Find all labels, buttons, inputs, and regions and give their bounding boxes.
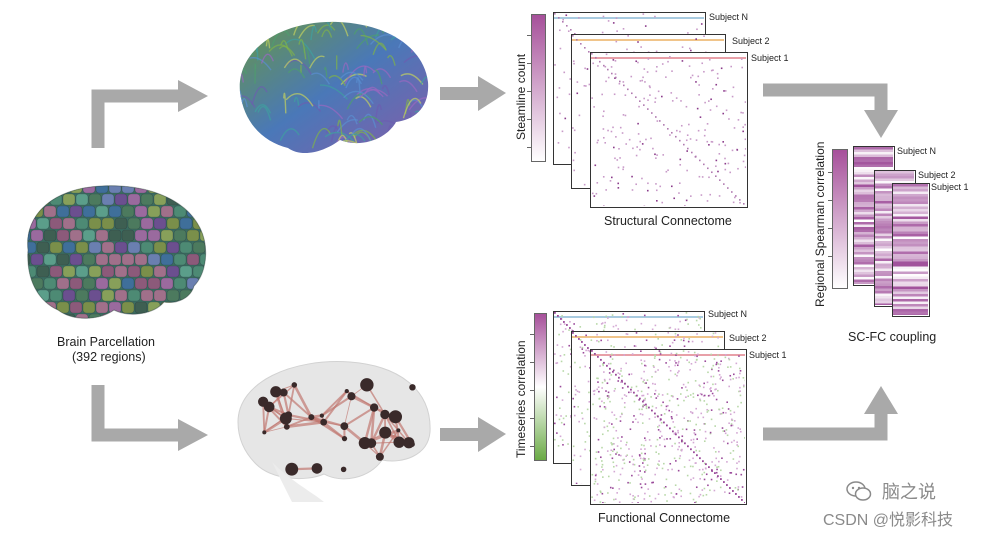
coupling-colorbar: [828, 149, 848, 289]
sc-colorbar: [527, 14, 546, 162]
fc-colorbar: [530, 313, 547, 461]
coupling-subject-1-label: Subject 1: [931, 182, 969, 192]
fc-subject-1-label: Subject 1: [749, 350, 787, 360]
fc-colorbar-label: Timeseries correlation: [514, 340, 528, 458]
parcellation-title: Brain Parcellation: [57, 335, 155, 349]
sc-colorbar-label: Steamline count: [514, 53, 528, 140]
sc-title: Structural Connectome: [604, 214, 732, 228]
coupling-colorbar-label: Regional Spearman correlation: [813, 141, 827, 307]
coupling-title: SC-FC coupling: [848, 330, 937, 344]
arrow-parcellation-to-tractography: [91, 80, 208, 148]
arrow-parcellation-to-network: [91, 385, 208, 451]
fc-matrix-subject-1: [590, 349, 747, 505]
coupling-subject-n-label: Subject N: [897, 146, 937, 156]
wechat-icon: [846, 481, 872, 501]
tractography-brain-image: [239, 21, 429, 154]
fc-title: Functional Connectome: [598, 511, 731, 525]
coupling-subject-2-label: Subject 2: [918, 170, 956, 180]
watermark-line1: 脑之说: [882, 482, 936, 502]
sc-subject-1-label: Subject 1: [751, 53, 789, 63]
parcellation-subtitle: (392 regions): [72, 350, 146, 364]
sc-subject-2-label: Subject 2: [732, 36, 770, 46]
fc-subject-2-label: Subject 2: [729, 333, 767, 343]
arrow-network-to-fc: [440, 417, 506, 452]
network-brain-image: [237, 361, 431, 502]
arrow-fc-to-coupling: [763, 386, 898, 441]
coupling-column-subject-n: [853, 146, 895, 286]
fc-subject-n-label: Subject N: [708, 309, 748, 319]
arrow-sc-to-coupling: [763, 83, 898, 138]
arrow-tractography-to-sc: [440, 76, 506, 111]
watermark-line2: CSDN @悦影科技: [823, 512, 954, 529]
sc-subject-n-label: Subject N: [709, 12, 749, 22]
brain-parcellation-image: [27, 185, 207, 319]
sc-matrix-subject-1: [590, 52, 748, 208]
coupling-column-subject-1: [892, 183, 930, 317]
